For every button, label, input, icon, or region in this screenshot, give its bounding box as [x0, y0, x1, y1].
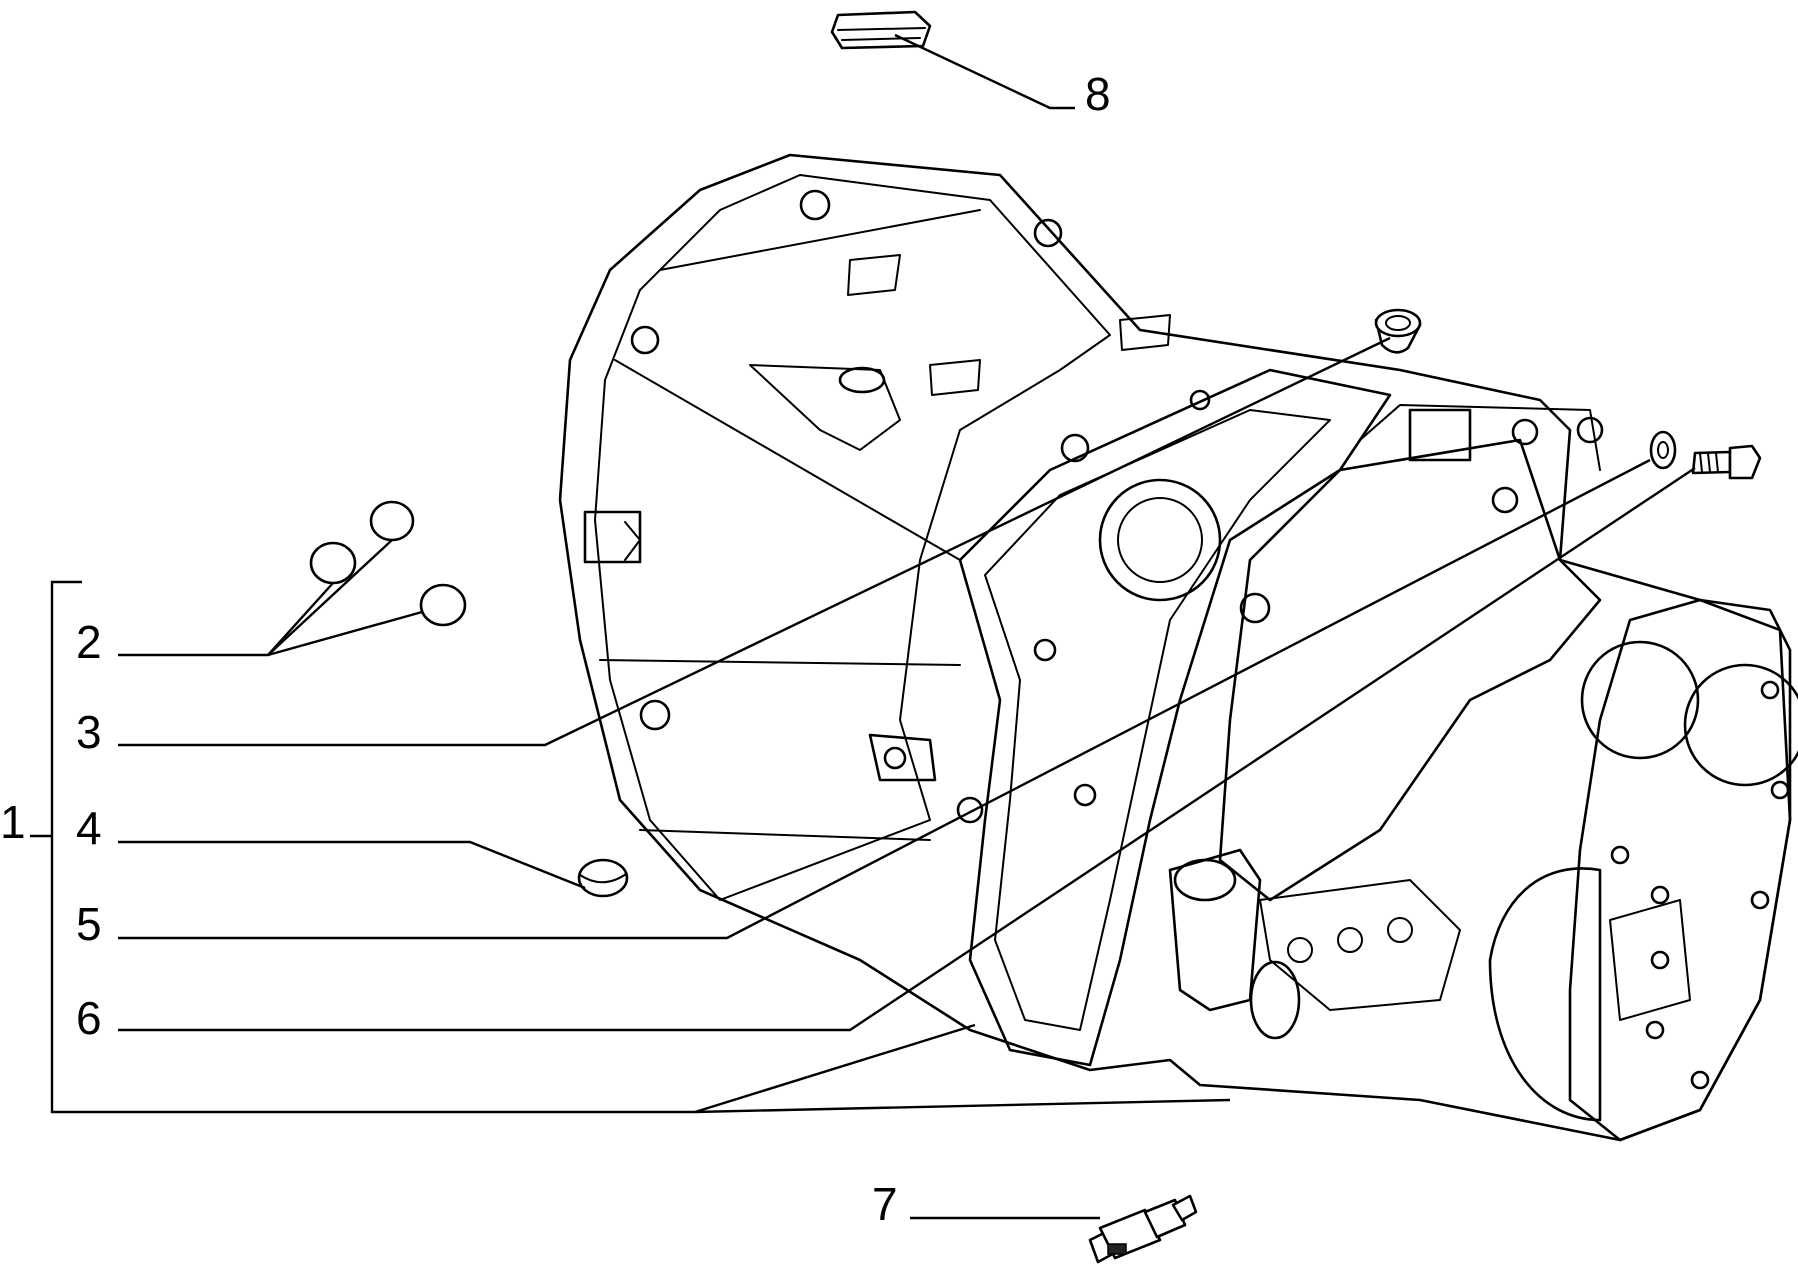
callout-3: 3	[76, 706, 102, 758]
callout-7: 7	[872, 1178, 898, 1230]
callout-8: 8	[1085, 68, 1111, 120]
part-8-cap	[830, 10, 932, 50]
gearbox-housing	[558, 153, 1798, 1142]
callout-1: 1	[0, 796, 26, 848]
part-4-plug	[577, 858, 629, 898]
callout-labels: 1 2 3 4 5 6 7 8	[0, 68, 1111, 1230]
leader-lines	[30, 33, 1696, 1220]
callout-5: 5	[76, 898, 102, 950]
part-2-plugs	[309, 500, 467, 627]
part-6-bolt	[1691, 444, 1762, 480]
part-5-washer	[1649, 430, 1677, 470]
callout-6: 6	[76, 992, 102, 1044]
part-3-dowel-sleeve	[1374, 308, 1422, 354]
part-7-switch	[1088, 1194, 1198, 1264]
callout-2: 2	[76, 616, 102, 668]
callout-4: 4	[76, 802, 102, 854]
